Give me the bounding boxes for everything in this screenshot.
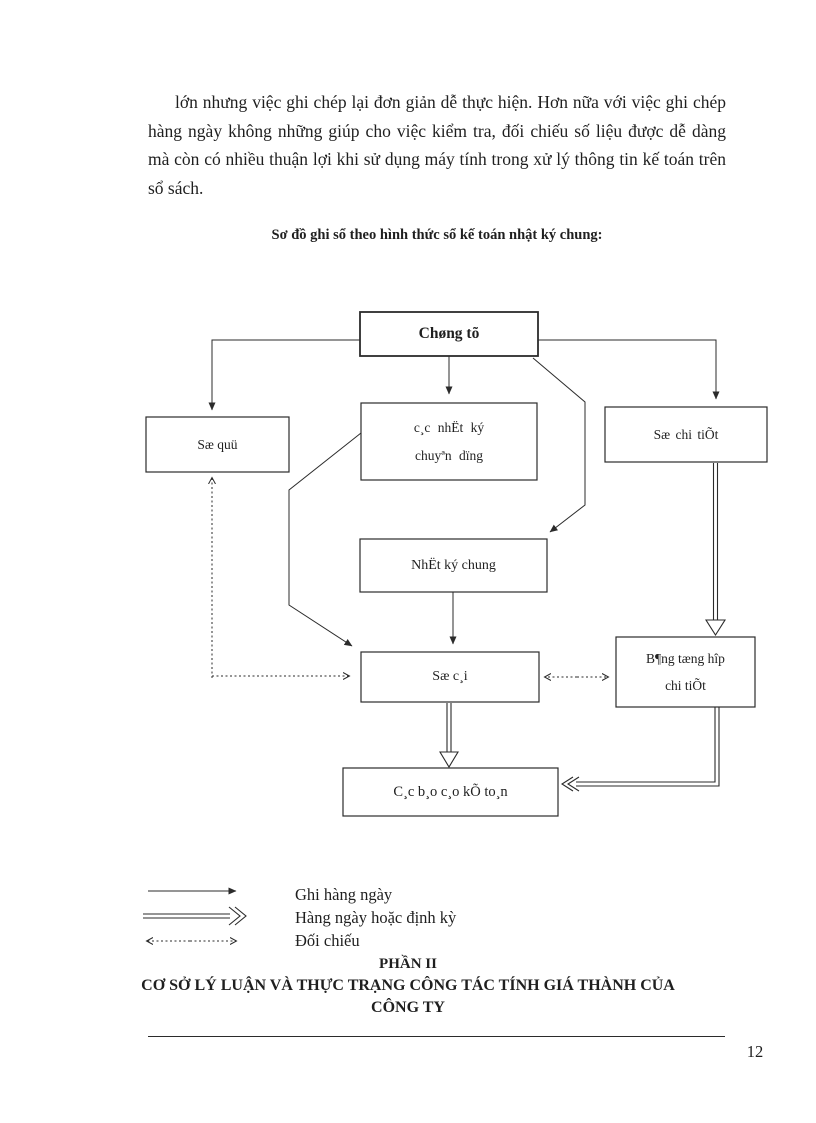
box-cac-nhatky-line1: c¸c nhËt ký [413, 419, 485, 435]
box-cac-nhatky-line2: chuyªn dïng [414, 447, 484, 463]
box-soquy-label: Sæ quü [197, 436, 238, 452]
box-bangtonghop-label: B¶ng tæng hîp chi tiÕt [616, 637, 755, 707]
part-title-line2: CÔNG TY [371, 999, 445, 1016]
box-bangtonghop-line1: B¶ng tæng hîp [646, 651, 725, 666]
box-bangtonghop [615, 636, 756, 708]
flow-arrows-dotted [212, 478, 608, 678]
part-title-line1: CƠ SỞ LÝ LUẬN VÀ THỰC TRẠNG CÔNG TÁC TÍN… [141, 977, 675, 994]
box-sochitiet-label: Sæ chi tiÕt [653, 426, 719, 442]
box-socai [360, 651, 540, 703]
legend-item-daily-label: Ghi hàng ngày [295, 885, 393, 904]
arrow-chungtu-to-soquy [208, 339, 360, 411]
legend-item-periodic-label: Hàng ngày hoặc định kỳ [295, 908, 457, 927]
arrow-chungtu-to-nhatkychung [532, 357, 586, 533]
box-nhatkychung-label: NhËt ký chung [411, 557, 496, 573]
part-heading: PHẦN II [379, 956, 437, 972]
box-cac-nhatky-label: c¸c nhËt ký chuyªn dïng [361, 403, 537, 480]
body-paragraph: lớn nhưng việc ghi chép lại đơn giản dễ … [148, 92, 726, 198]
box-socai-label: Sæ c¸i [432, 669, 468, 684]
box-baocao-label: C¸c b¸o c¸o kÕ to¸n [393, 783, 508, 800]
box-sochitiet [604, 406, 768, 463]
footer-rule [148, 1036, 725, 1037]
legend-double-arrow [143, 906, 247, 926]
box-baocao [342, 767, 559, 817]
arrow-sochitiet-to-bangtonghop [705, 463, 726, 637]
legend-item-reconcile-label: Đối chiếu [295, 931, 360, 950]
arrow-socai-to-baocao [439, 703, 459, 769]
flow-arrows-double [439, 463, 726, 792]
legend-lines [143, 887, 247, 941]
flow-arrows-thin [208, 339, 720, 647]
arrow-bangtonghop-to-baocao [560, 707, 720, 792]
page-number: 12 [746, 1042, 764, 1061]
arrow-cacnhatky-to-socai [288, 432, 362, 647]
box-soquy [145, 416, 290, 473]
box-bangtonghop-line2: chi tiÕt [665, 678, 706, 693]
arrow-chungtu-to-sochitiet [538, 339, 720, 400]
diagram-caption: Sơ đồ ghi sổ theo hình thức sổ kế toán n… [271, 227, 603, 243]
box-nhatkychung [359, 538, 548, 593]
box-chungtu-label: Chøng tõ [418, 325, 480, 342]
box-cac-nhatky [360, 402, 538, 481]
